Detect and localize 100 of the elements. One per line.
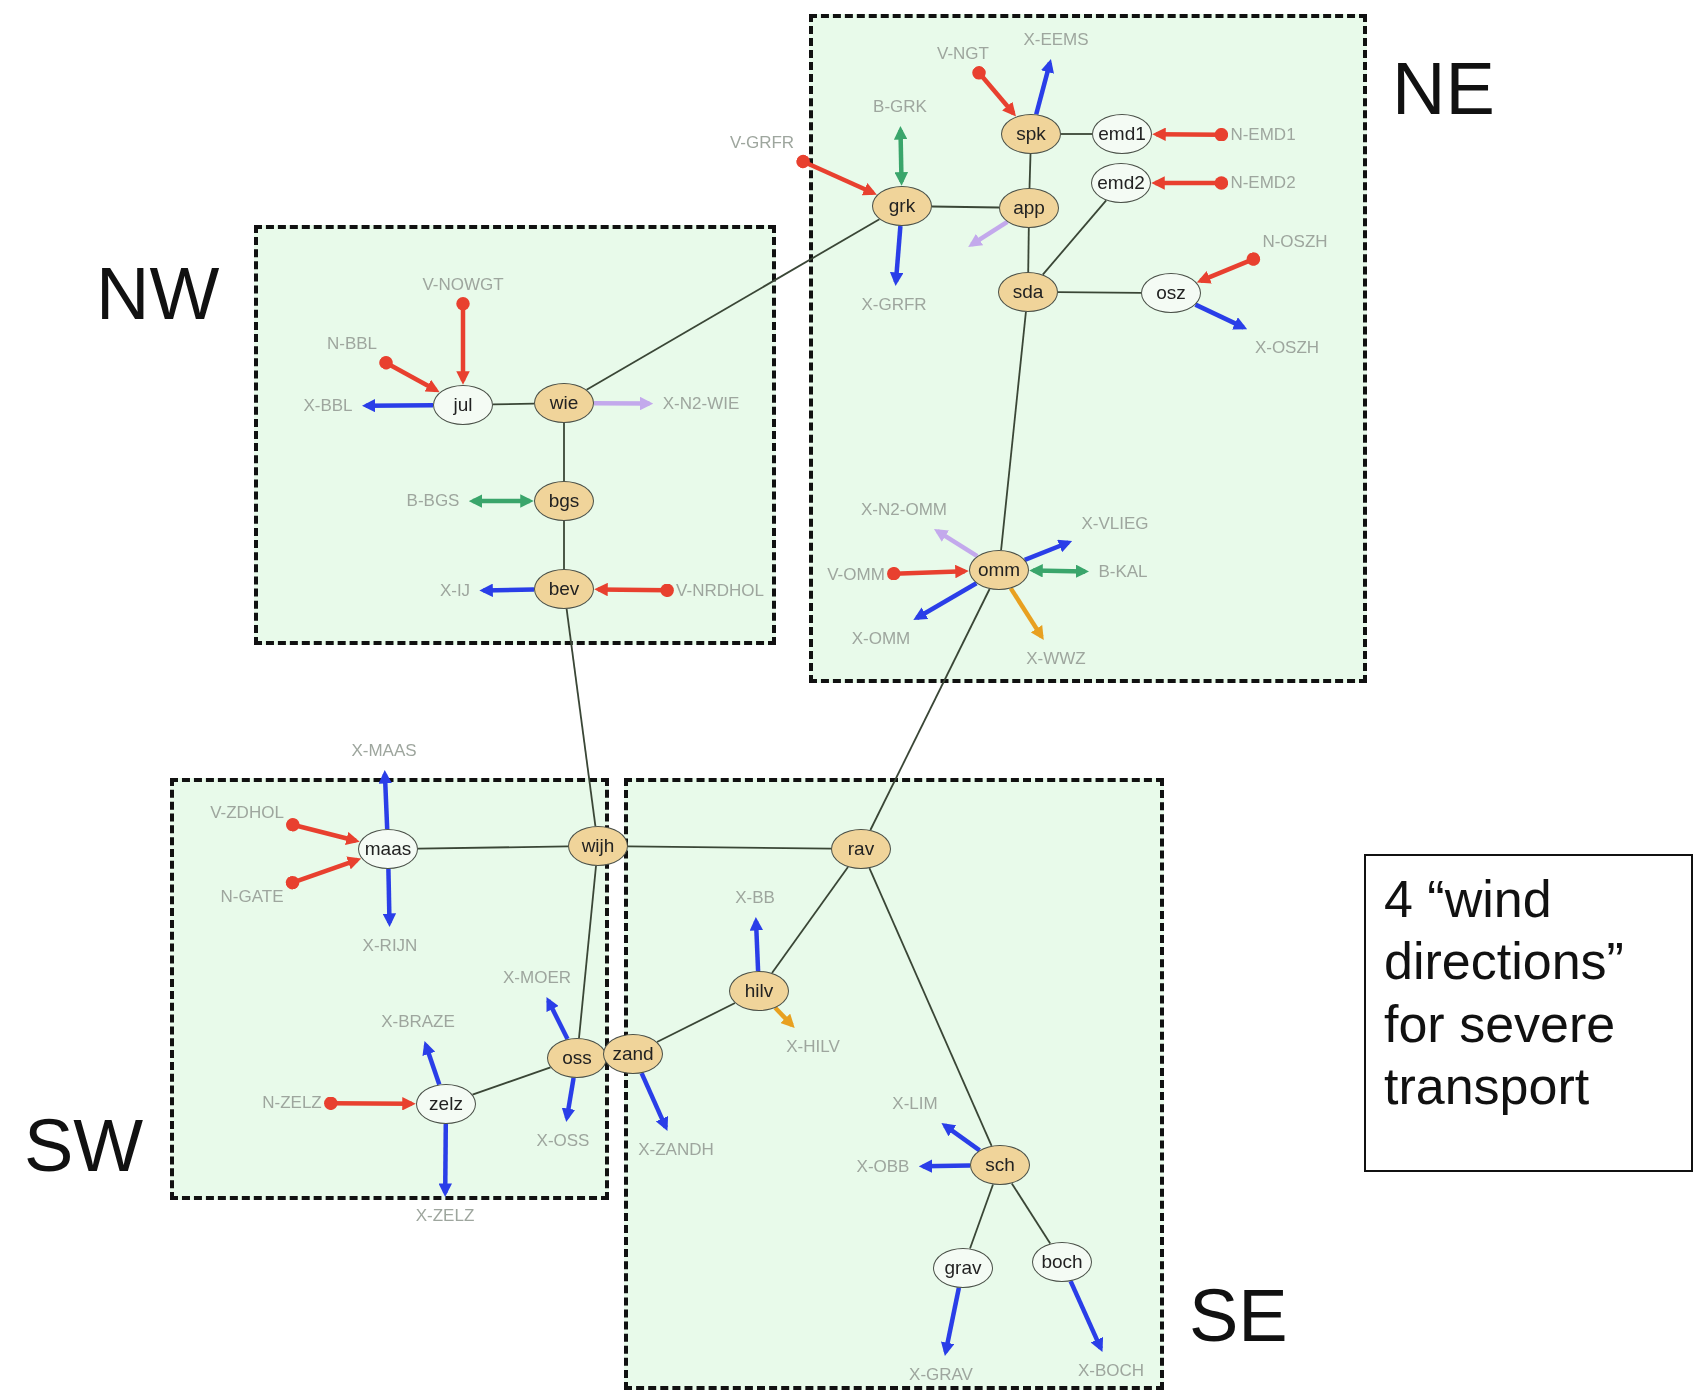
terminal-label: N-GATE <box>220 887 284 907</box>
arrow <box>379 355 440 393</box>
arrow <box>893 126 909 186</box>
terminal-label: V-ZDHOL <box>210 803 284 823</box>
connector-line <box>868 867 993 1147</box>
arrow <box>1152 127 1229 142</box>
station-ellipse: bgs <box>534 481 594 521</box>
station-ellipse: emd1 <box>1092 114 1152 154</box>
terminal-label: X-IJ <box>439 581 471 601</box>
connector-line <box>1028 153 1032 189</box>
station-ellipse: grav <box>933 1248 993 1288</box>
terminal-label: B-KAL <box>1098 562 1148 582</box>
arrow <box>1068 1280 1104 1352</box>
connector-line <box>931 205 1000 209</box>
station-ellipse: sch <box>970 1145 1030 1185</box>
terminal-label: V-GRFR <box>729 133 795 153</box>
terminal-label: X-MOER <box>503 968 571 988</box>
connector-line <box>627 845 832 850</box>
arrow <box>594 582 674 598</box>
arrow <box>913 581 978 621</box>
station-ellipse: hilv <box>729 971 789 1011</box>
arrow <box>941 1122 981 1153</box>
arrow <box>546 997 570 1040</box>
connector-line <box>417 845 569 850</box>
arrow <box>1029 564 1090 578</box>
arrow <box>972 66 1016 117</box>
arrow <box>456 297 470 385</box>
terminal-label: X-OSZH <box>1254 338 1320 358</box>
terminal-label: X-RIJN <box>362 936 418 956</box>
connector-line <box>1041 199 1108 276</box>
terminal-label: X-EEMS <box>1023 30 1089 50</box>
connector-line <box>1060 133 1093 135</box>
terminal-label: N-ZELZ <box>262 1093 322 1113</box>
connector-line <box>969 1183 994 1250</box>
station-ellipse: spk <box>1001 114 1061 154</box>
station-ellipse: omm <box>969 550 1029 590</box>
connector-line <box>1057 291 1142 294</box>
connector-line <box>492 402 535 406</box>
station-ellipse: grk <box>872 186 932 226</box>
arrow <box>422 1041 442 1086</box>
arrow <box>382 868 397 927</box>
arrow <box>438 1123 453 1197</box>
station-ellipse: zelz <box>416 1084 476 1124</box>
arrow <box>796 154 877 196</box>
arrow <box>749 917 764 972</box>
station-ellipse: bev <box>534 569 594 609</box>
terminal-label: N-BBL <box>326 334 378 354</box>
arrow <box>378 770 393 830</box>
arrow <box>361 398 433 413</box>
terminal-label: X-VLIEG <box>1081 514 1149 534</box>
station-ellipse: oss <box>547 1038 607 1078</box>
region-heading: SE <box>1189 1279 1288 1353</box>
connector-line <box>1000 311 1027 551</box>
terminal-label: X-BOCH <box>1077 1361 1145 1381</box>
region-heading: NW <box>96 257 220 331</box>
station-ellipse: boch <box>1032 1242 1092 1282</box>
connector-line <box>563 422 565 482</box>
terminal-label: V-NRDHOL <box>676 581 764 601</box>
connector-line <box>471 1066 552 1096</box>
connector-line <box>585 218 881 391</box>
terminal-label: X-GRFR <box>861 295 927 315</box>
arrow <box>1023 539 1073 562</box>
region-heading: SW <box>24 1109 144 1183</box>
terminal-label: X-MAAS <box>351 741 417 761</box>
connector-line <box>578 865 597 1039</box>
station-ellipse: osz <box>1141 273 1201 313</box>
connector-line <box>869 588 991 831</box>
terminal-label: N-OSZH <box>1262 232 1328 252</box>
arrow <box>639 1072 669 1131</box>
arrow <box>1194 302 1248 330</box>
arrow <box>773 1006 795 1028</box>
terminal-label: X-N2-OMM <box>861 500 947 520</box>
connector-line <box>563 520 565 570</box>
terminal-label: X-OBB <box>856 1157 910 1177</box>
terminal-label: X-BB <box>735 888 775 908</box>
arrow <box>887 564 969 581</box>
connector-line <box>656 1002 736 1043</box>
arrow <box>324 1096 416 1111</box>
station-ellipse: emd2 <box>1091 163 1151 203</box>
arrow <box>468 494 534 508</box>
terminal-label: V-NOWGT <box>422 275 504 295</box>
note-box <box>1364 854 1693 1172</box>
terminal-label: X-OMM <box>851 629 911 649</box>
arrow <box>286 817 360 845</box>
terminal-label: B-BGS <box>406 491 460 511</box>
terminal-label: X-N2-WIE <box>662 394 740 414</box>
region-heading: NE <box>1392 52 1495 126</box>
terminal-label: X-LIM <box>892 1094 938 1114</box>
terminal-label: V-OMM <box>827 565 885 585</box>
station-ellipse: jul <box>433 385 493 425</box>
connector-line <box>1010 1182 1052 1245</box>
arrow <box>561 1077 576 1122</box>
station-ellipse: rav <box>831 829 891 869</box>
arrow <box>933 528 979 559</box>
arrow <box>285 856 362 890</box>
terminal-label: N-EMD2 <box>1230 173 1296 193</box>
connector-line <box>565 608 597 827</box>
terminal-label: X-WWZ <box>1026 649 1086 669</box>
arrow <box>594 396 654 411</box>
terminal-label: X-HILV <box>786 1037 840 1057</box>
